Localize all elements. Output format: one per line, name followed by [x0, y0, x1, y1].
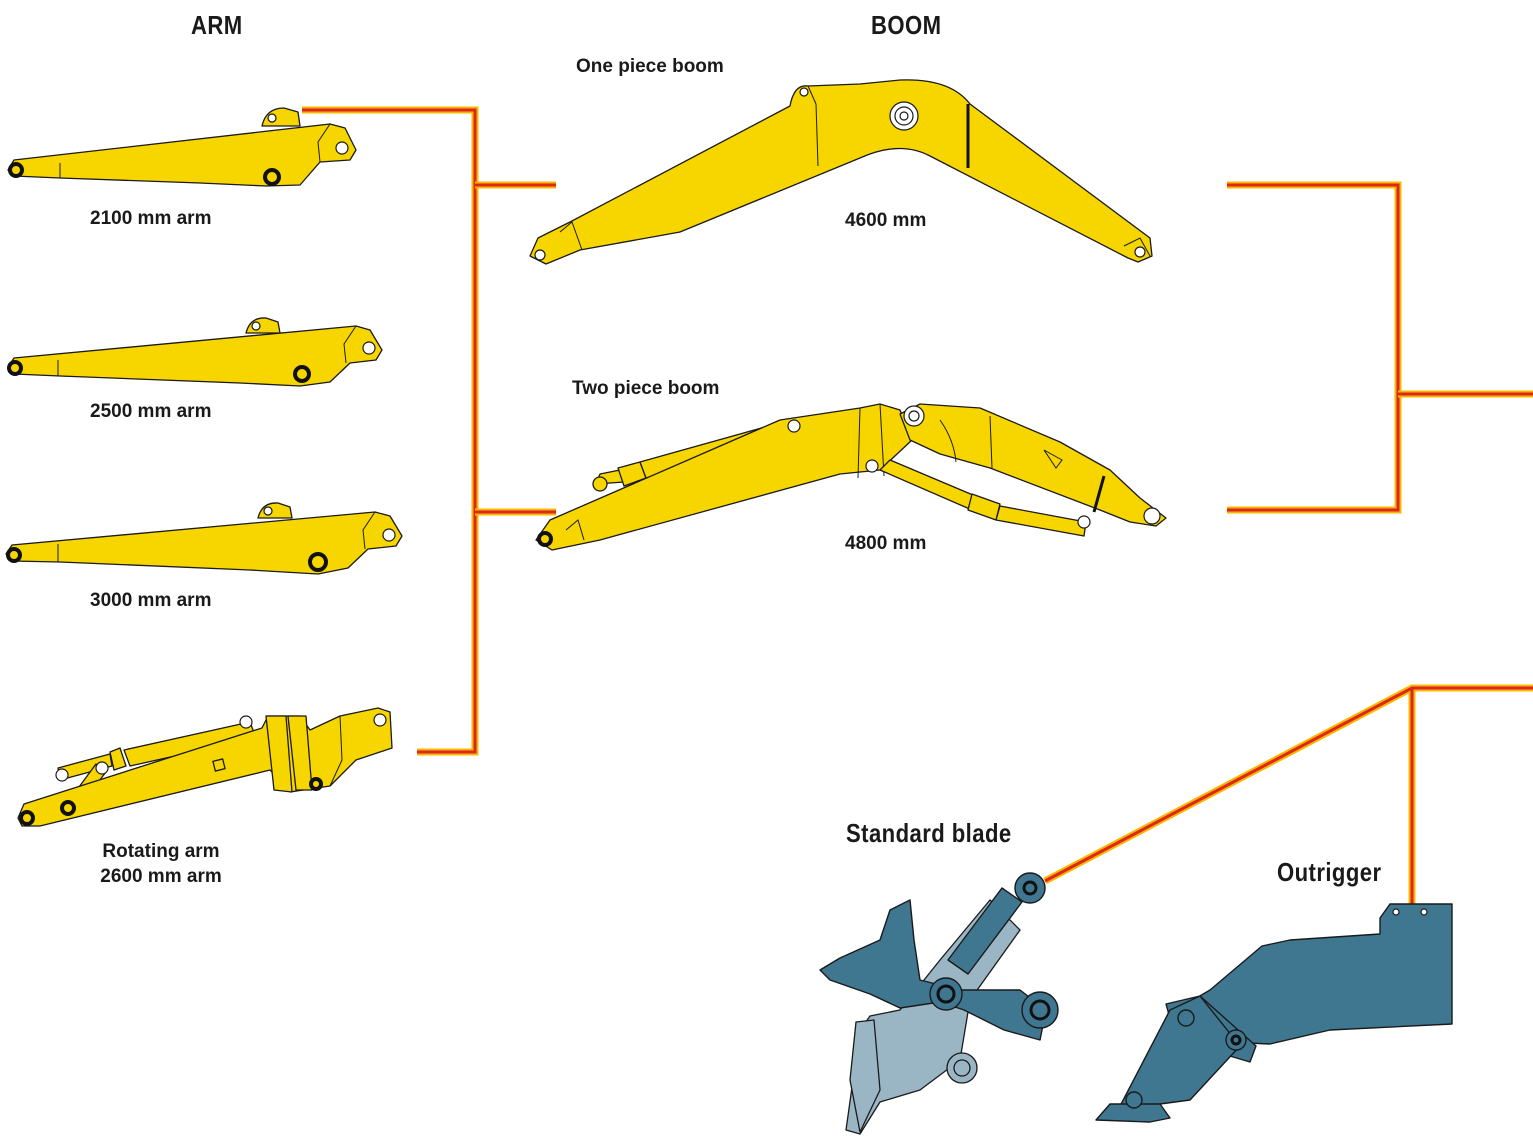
- boom-section-heading: BOOM: [871, 10, 941, 41]
- rotating-arm-label: Rotating arm: [86, 841, 236, 863]
- two-piece-boom-length: 4800 mm: [845, 533, 926, 555]
- rotating-arm-drawing: [18, 708, 392, 826]
- arm-bracket-connector: [302, 110, 475, 752]
- one-piece-boom-title: One piece boom: [576, 56, 724, 78]
- one-piece-boom-drawing: [530, 80, 1152, 264]
- outrigger-heading: Outrigger: [1277, 857, 1382, 888]
- outrigger-drawing: [1096, 904, 1452, 1122]
- arm-2100-label: 2100 mm arm: [90, 208, 211, 230]
- rotating-arm-length-label: 2600 mm arm: [86, 866, 236, 888]
- arm-2500-label: 2500 mm arm: [90, 401, 211, 423]
- arm-section-heading: ARM: [191, 10, 243, 41]
- one-piece-boom-length: 4600 mm: [845, 210, 926, 232]
- two-piece-boom-drawing: [536, 404, 1166, 550]
- boom-bracket-connector: [1227, 185, 1398, 510]
- two-piece-boom-title: Two piece boom: [572, 378, 719, 400]
- arm-3000-label: 3000 mm arm: [90, 590, 211, 612]
- standard-blade-heading: Standard blade: [846, 818, 1012, 849]
- standard-blade-drawing: [820, 873, 1058, 1134]
- arm-2500-drawing: [8, 318, 382, 386]
- arm-3000-drawing: [6, 503, 402, 574]
- arm-2100-drawing: [8, 108, 356, 186]
